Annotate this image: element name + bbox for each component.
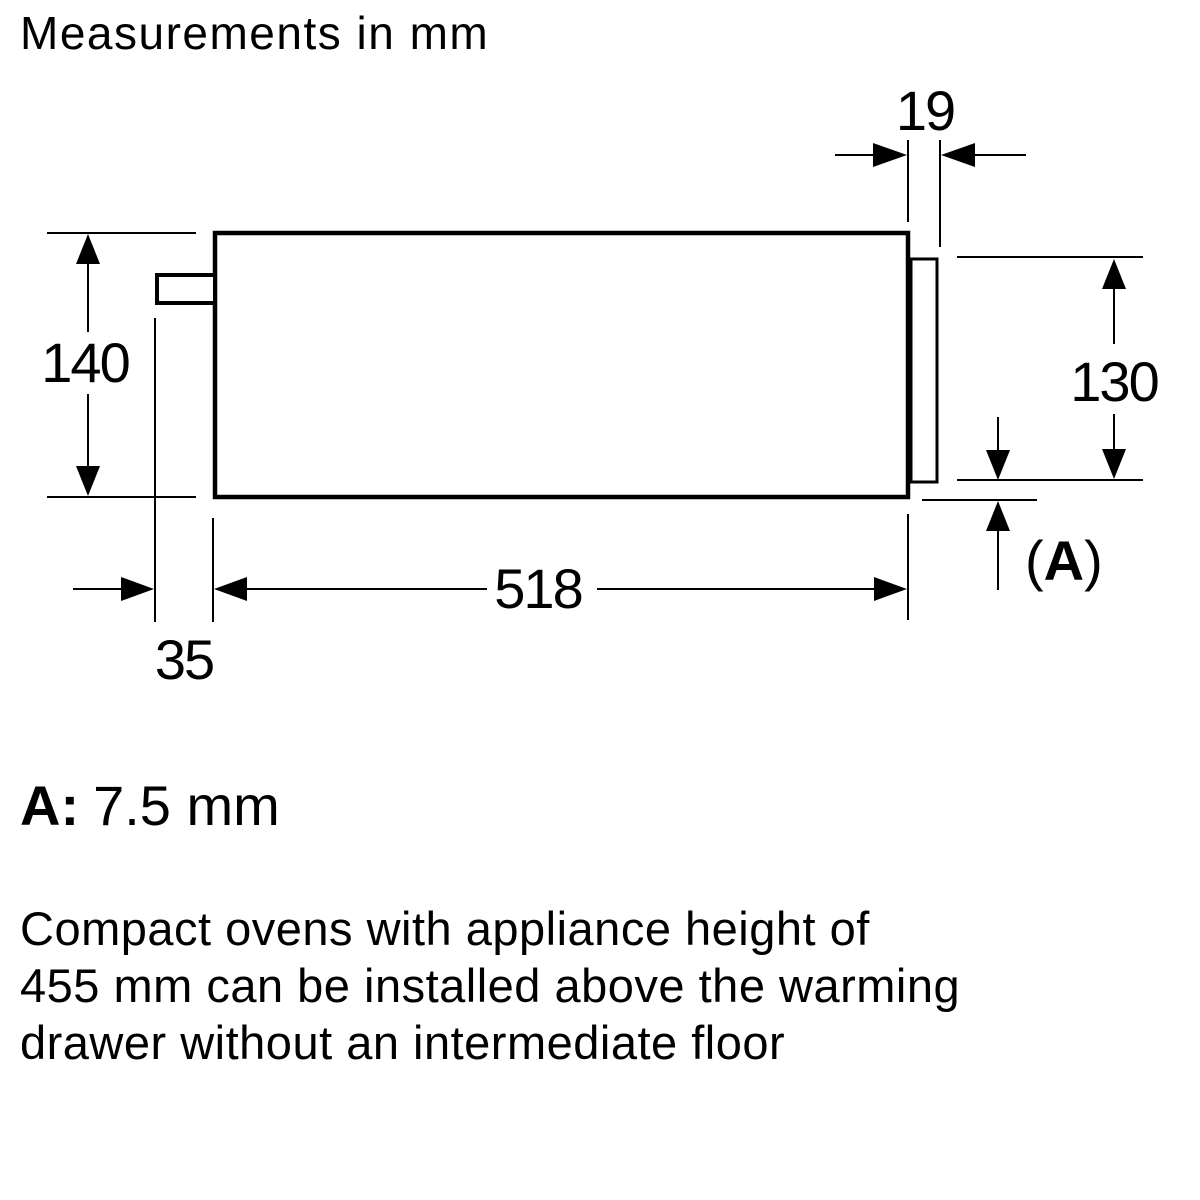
dim-rear-offset: 35 xyxy=(73,318,215,691)
dim-a-arrow-up xyxy=(986,501,1010,531)
dim-a-paren-close: ) xyxy=(1084,529,1103,592)
dim-518-label: 518 xyxy=(494,557,581,620)
dim-518-arrow-right xyxy=(874,577,907,601)
description-paragraph: Compact ovens with appliance height of 4… xyxy=(20,900,1180,1071)
dim-130-arrow-down xyxy=(1102,449,1126,479)
drawer-body-outline xyxy=(212,230,911,500)
drawer-front-panel xyxy=(909,257,939,484)
measurement-diagram: 19 140 130 xyxy=(41,79,1160,691)
dim-panel-thickness: 19 xyxy=(835,79,1026,247)
dim-panel-height: 130 xyxy=(957,256,1160,481)
page-title: Measurements in mm xyxy=(20,7,490,59)
description-line-2: 455 mm can be installed above the warmin… xyxy=(20,959,961,1012)
drawer-rear-bracket xyxy=(155,273,217,305)
dim-gap-a: (A) xyxy=(922,417,1103,592)
dim-a-label: (A) xyxy=(1025,529,1103,592)
description-line-3: drawer without an intermediate floor xyxy=(20,1016,786,1069)
description-line-1: Compact ovens with appliance height of xyxy=(20,902,870,955)
dim-140-arrow-down xyxy=(76,466,100,496)
dim-130-arrow-up xyxy=(1102,259,1126,289)
gap-note: A:7.5 mm xyxy=(20,778,280,834)
drawer-outline xyxy=(155,230,939,500)
dim-19-label: 19 xyxy=(896,79,954,142)
dim-a-paren-open: ( xyxy=(1025,529,1044,592)
dim-140-arrow-up xyxy=(76,234,100,264)
dim-19-arrow-right xyxy=(941,143,975,167)
dim-body-width: 518 xyxy=(212,514,909,622)
dim-35-label: 35 xyxy=(155,628,213,691)
dim-35-arrow-right xyxy=(121,577,154,601)
dim-body-height: 140 xyxy=(41,232,196,498)
dim-518-arrow-left xyxy=(214,577,247,601)
dim-140-label: 140 xyxy=(41,331,128,394)
dim-a-letter: A xyxy=(1044,529,1084,592)
dim-19-arrow-left xyxy=(873,143,907,167)
gap-note-value: 7.5 mm xyxy=(93,774,280,837)
gap-note-label: A: xyxy=(20,774,80,837)
dim-130-label: 130 xyxy=(1070,350,1157,413)
dim-a-arrow-down xyxy=(986,450,1010,480)
